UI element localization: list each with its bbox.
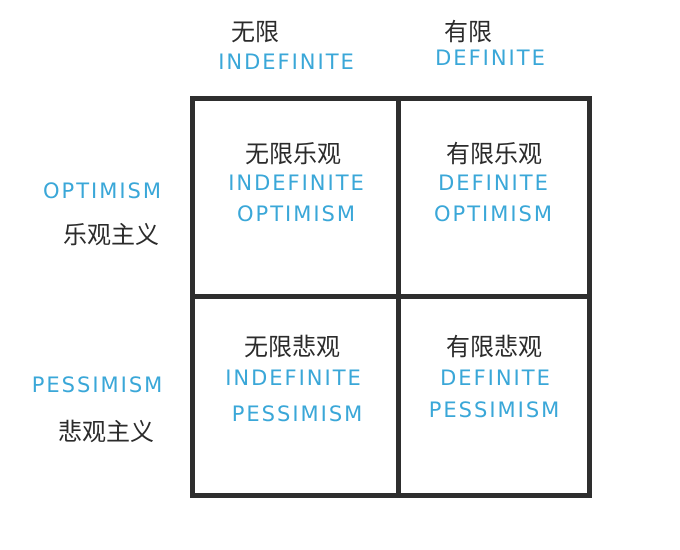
cell-definite-optimism-cn: 有限乐观 (446, 140, 542, 168)
cell-definite-pessimism-en1: DEFINITE (440, 366, 552, 390)
cell-indefinite-optimism-en2: OPTIMISM (237, 202, 357, 226)
cell-indefinite-pessimism-en2: PESSIMISM (231, 402, 365, 426)
grid-horizontal-divider (192, 294, 590, 299)
cell-definite-optimism-en1: DEFINITE (438, 171, 550, 195)
row-header-pessimism-cn: 悲观主义 (58, 418, 154, 446)
cell-definite-pessimism-en2: PESSIMISM (428, 398, 562, 422)
row-header-optimism-en: OPTIMISM (43, 179, 163, 203)
column-header-definite-en: DEFINITE (435, 46, 547, 70)
row-header-pessimism-en: PESSIMISM (31, 373, 165, 397)
column-header-definite-cn: 有限 (444, 18, 492, 46)
cell-indefinite-optimism-en1: INDEFINITE (228, 171, 366, 195)
column-header-indefinite-en: INDEFINITE (218, 50, 356, 74)
cell-definite-optimism-en2: OPTIMISM (434, 202, 554, 226)
cell-indefinite-pessimism-cn: 无限悲观 (244, 333, 340, 361)
cell-definite-pessimism-cn: 有限悲观 (446, 333, 542, 361)
column-header-indefinite-cn: 无限 (231, 18, 279, 46)
cell-indefinite-pessimism-en1: INDEFINITE (225, 366, 363, 390)
row-header-optimism-cn: 乐观主义 (63, 221, 159, 249)
cell-indefinite-optimism-cn: 无限乐观 (245, 140, 341, 168)
